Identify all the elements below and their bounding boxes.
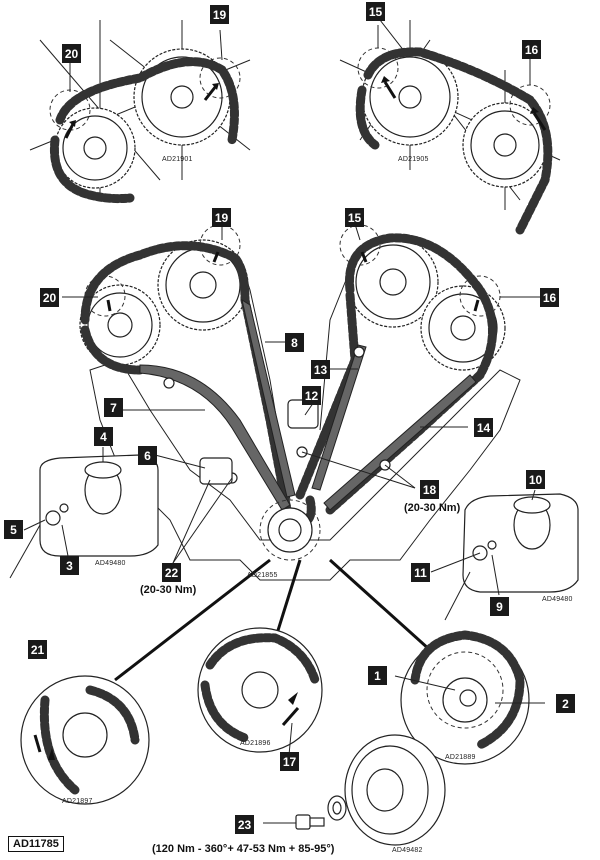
figure-code-detail-left: AD21897 bbox=[62, 798, 93, 805]
callout-20-top: 20 bbox=[62, 44, 81, 63]
torque-guide-bolts-right: (20-30 Nm) bbox=[404, 502, 461, 514]
callout-3: 3 bbox=[60, 556, 79, 575]
callout-9: 9 bbox=[490, 597, 509, 616]
callout-18: 18 bbox=[420, 480, 439, 499]
figure-code-pulley: AD49482 bbox=[392, 847, 423, 854]
callout-12: 12 bbox=[302, 386, 321, 405]
figure-code-tensioner-left: AD49480 bbox=[95, 560, 126, 567]
left-tensioner-drawing bbox=[9, 447, 159, 579]
callout-22: 22 bbox=[162, 563, 181, 582]
torque-guide-bolts-left: (20-30 Nm) bbox=[140, 584, 197, 596]
callout-16: 16 bbox=[540, 288, 559, 307]
engine-front-assembly bbox=[62, 223, 540, 682]
callout-21: 21 bbox=[28, 640, 47, 659]
torque-crank-bolt: (120 Nm - 360°+ 47-53 Nm + 85-95°) bbox=[152, 843, 335, 855]
detail-left-drawing bbox=[20, 675, 150, 805]
callout-1: 1 bbox=[368, 666, 387, 685]
callout-20: 20 bbox=[40, 288, 59, 307]
callout-15-top: 15 bbox=[366, 2, 385, 21]
callout-13: 13 bbox=[311, 360, 330, 379]
callout-2: 2 bbox=[556, 694, 575, 713]
crank-pulley-drawing bbox=[263, 734, 446, 846]
left-sprocket-pair-detail bbox=[29, 20, 251, 204]
callout-17: 17 bbox=[280, 752, 299, 771]
right-sprocket-pair-detail bbox=[339, 19, 561, 235]
callout-14: 14 bbox=[474, 418, 493, 437]
callout-16-top: 16 bbox=[522, 40, 541, 59]
callout-10: 10 bbox=[526, 470, 545, 489]
detail-right-drawing bbox=[394, 630, 545, 765]
diagram-reference-code: AD11785 bbox=[8, 836, 64, 852]
callout-19: 19 bbox=[212, 208, 231, 227]
callout-6: 6 bbox=[138, 446, 157, 465]
callout-7: 7 bbox=[104, 398, 123, 417]
figure-code-right-sprockets: AD21905 bbox=[398, 156, 429, 163]
figure-code-left-sprockets: AD21901 bbox=[162, 156, 193, 163]
callout-11: 11 bbox=[411, 563, 430, 582]
callout-19-top: 19 bbox=[210, 5, 229, 24]
callout-8: 8 bbox=[285, 333, 304, 352]
callout-4: 4 bbox=[94, 427, 113, 446]
callout-5: 5 bbox=[4, 520, 23, 539]
callout-23: 23 bbox=[235, 815, 254, 834]
figure-code-detail-middle: AD21896 bbox=[240, 740, 271, 747]
detail-middle-drawing bbox=[197, 627, 323, 756]
figure-code-tensioner-right: AD49480 bbox=[542, 596, 573, 603]
right-tensioner-drawing bbox=[430, 489, 579, 621]
figure-code-crank-center: AD21855 bbox=[247, 572, 278, 579]
figure-code-detail-right: AD21889 bbox=[445, 754, 476, 761]
callout-15: 15 bbox=[345, 208, 364, 227]
